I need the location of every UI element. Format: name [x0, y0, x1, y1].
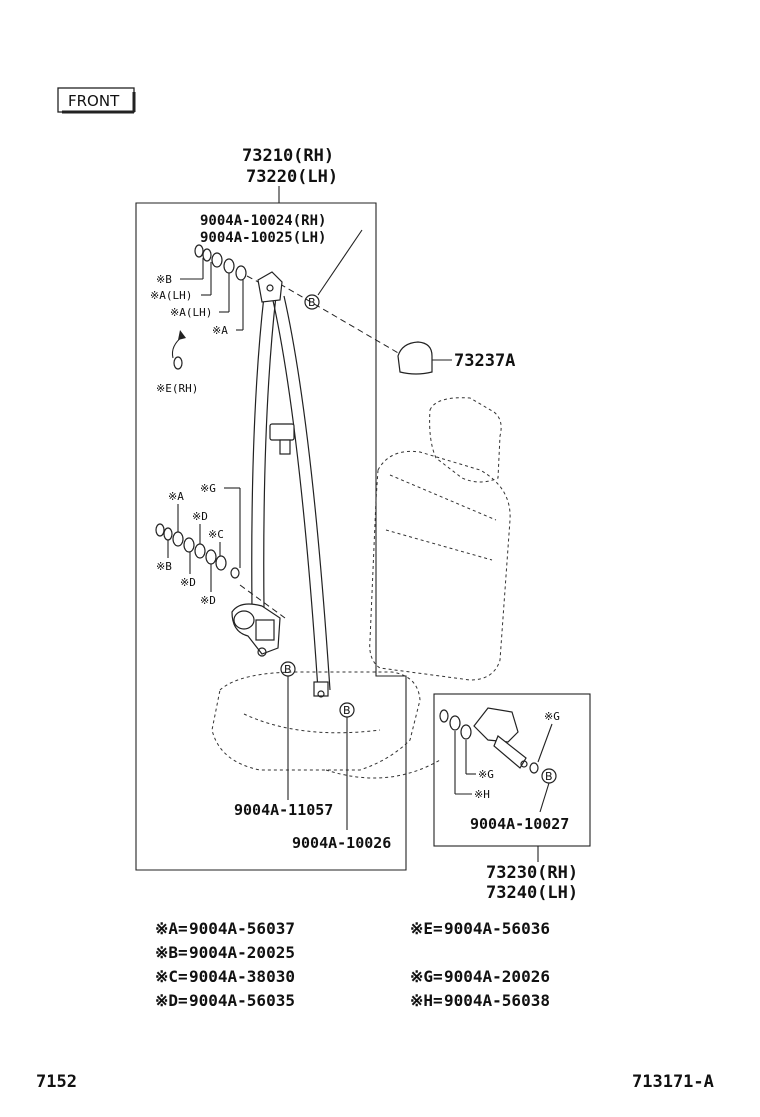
assembly-lower-rh: 73230(RH) — [486, 863, 578, 883]
callout-a-lh-2: ※A(LH) — [170, 306, 212, 319]
circle-b-marker-mid: B — [280, 661, 296, 677]
arrow-e-rh — [171, 335, 184, 359]
legend-key-b: ※B= — [155, 943, 188, 962]
cover-part — [397, 341, 433, 375]
circle-b-marker-lower: B — [339, 702, 355, 718]
callout-d-mid-3: ※D — [200, 594, 216, 607]
legend-value-g: 9004A-20026 — [444, 967, 550, 986]
lower-anchor — [313, 681, 329, 698]
part-bolt-11057: 9004A-11057 — [234, 801, 333, 819]
circle-b-marker-box: B — [541, 768, 557, 784]
callout-g-mid: ※G — [200, 482, 216, 495]
front-label: FRONT — [57, 87, 136, 114]
leader-bolt-upper — [317, 229, 363, 296]
buckle-part — [473, 707, 528, 769]
callout-e-rh: ※E(RH) — [156, 382, 198, 395]
part-bolt-10027: 9004A-10027 — [470, 815, 569, 833]
svg-text:B: B — [284, 663, 292, 676]
callout-a-mid: ※A — [168, 490, 184, 503]
legend-key-h: ※H= — [410, 991, 443, 1010]
legend-value-c: 9004A-38030 — [189, 967, 295, 986]
guide-anchor-to-cover — [279, 283, 401, 355]
circle-b-marker-upper: B — [304, 294, 320, 310]
svg-text:B: B — [545, 770, 553, 783]
callout-a-upper: ※A — [212, 324, 228, 337]
callout-h-box: ※H — [474, 788, 490, 801]
legend-value-e: 9004A-56036 — [444, 919, 550, 938]
seat-belt-webbing — [251, 271, 331, 691]
part-cover: 73237A — [454, 351, 515, 371]
assembly-upper-lh: 73220(LH) — [246, 167, 338, 187]
callout-b-upper: ※B — [156, 273, 172, 286]
legend-key-d: ※D= — [155, 991, 188, 1010]
legend-value-b: 9004A-20025 — [189, 943, 295, 962]
legend-key-c: ※C= — [155, 967, 188, 986]
main-assembly-frame — [135, 202, 407, 871]
assembly-upper-rh: 73210(RH) — [242, 146, 334, 166]
svg-text:B: B — [343, 704, 351, 717]
legend-key-e: ※E= — [410, 919, 443, 938]
callout-b-mid: ※B — [156, 560, 172, 573]
legend-value-d: 9004A-56035 — [189, 991, 295, 1010]
part-bolt-lh: 9004A-10025(LH) — [200, 230, 326, 246]
part-bolt-rh: 9004A-10024(RH) — [200, 213, 326, 229]
seat-illustration — [211, 397, 511, 779]
callout-g-box-2: ※G — [478, 768, 494, 781]
callout-c-mid: ※C — [208, 528, 224, 541]
legend-key-g: ※G= — [410, 967, 443, 986]
callout-g-box: ※G — [544, 710, 560, 723]
legend: ※A= 9004A-56037 ※B= 9004A-20025 ※C= 9004… — [155, 919, 550, 1010]
callout-a-lh-1: ※A(LH) — [150, 289, 192, 302]
retractor — [231, 603, 281, 657]
buckle-assembly-frame — [433, 693, 591, 847]
arrow-head-e-rh — [178, 330, 186, 340]
assembly-lower-lh: 73240(LH) — [486, 883, 578, 903]
legend-value-h: 9004A-56038 — [444, 991, 550, 1010]
footer-diagram-code: 713171-A — [632, 1072, 714, 1092]
callout-d-mid: ※D — [192, 510, 208, 523]
buckle-washers — [439, 709, 539, 774]
callout-d-mid-2: ※D — [180, 576, 196, 589]
legend-value-a: 9004A-56037 — [189, 919, 295, 938]
washer-e-rh — [173, 356, 183, 370]
belt-guide-clip — [269, 423, 295, 455]
svg-text:B: B — [308, 296, 316, 309]
part-bolt-10026: 9004A-10026 — [292, 834, 391, 852]
legend-key-a: ※A= — [155, 919, 188, 938]
footer-page-number: 7152 — [36, 1072, 77, 1092]
front-label-text: FRONT — [68, 92, 120, 110]
